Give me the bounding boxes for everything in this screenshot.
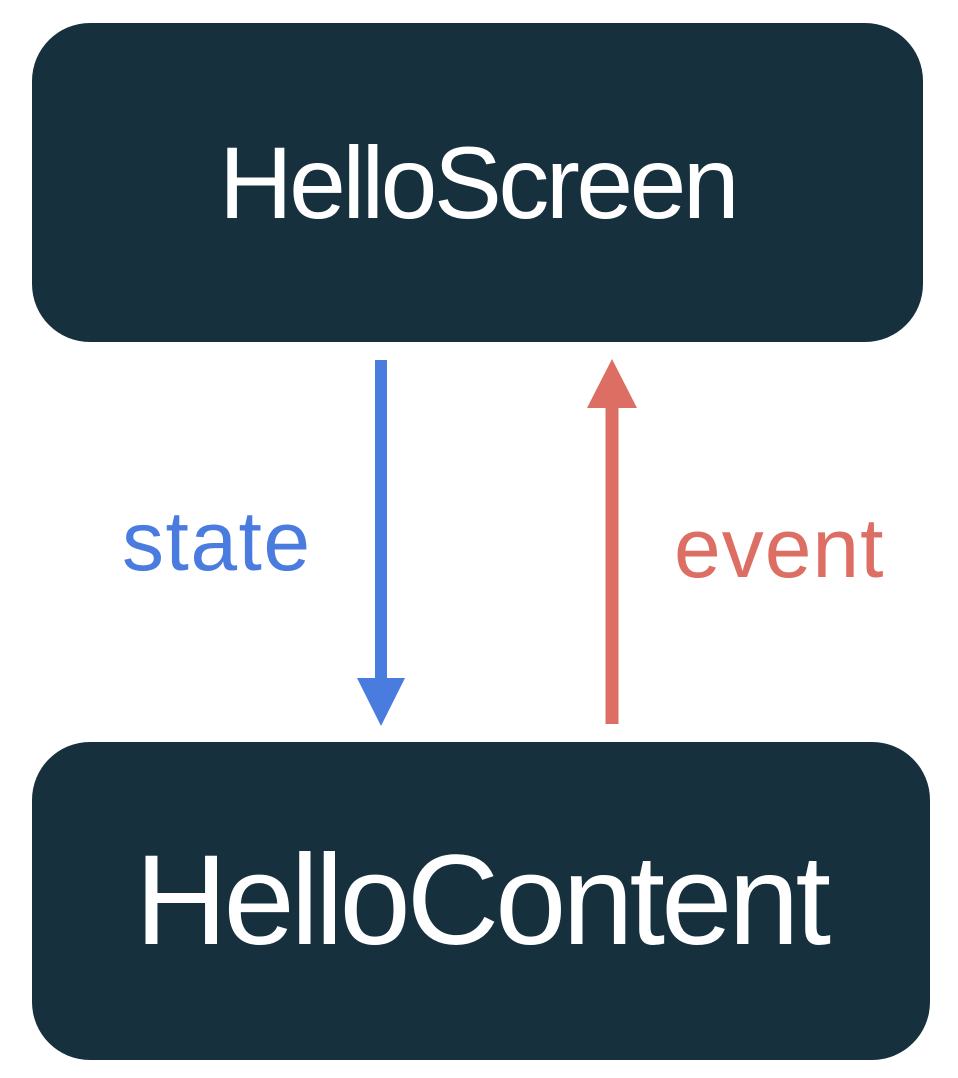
- event-edge-label: event: [674, 501, 885, 595]
- state-arrow-head: [357, 678, 405, 726]
- state-arrow-shaft: [375, 360, 387, 680]
- state-edge-label: state: [122, 494, 312, 588]
- event-arrow-head: [587, 359, 637, 408]
- node-hello-content: HelloContent: [32, 742, 930, 1060]
- node-hello-content-label: HelloContent: [135, 829, 831, 972]
- state-down-arrow-icon: [357, 360, 405, 726]
- event-up-arrow-icon: [587, 359, 637, 724]
- node-hello-screen: HelloScreen: [32, 23, 923, 342]
- node-hello-screen-label: HelloScreen: [218, 125, 740, 240]
- event-arrow-shaft: [605, 407, 619, 724]
